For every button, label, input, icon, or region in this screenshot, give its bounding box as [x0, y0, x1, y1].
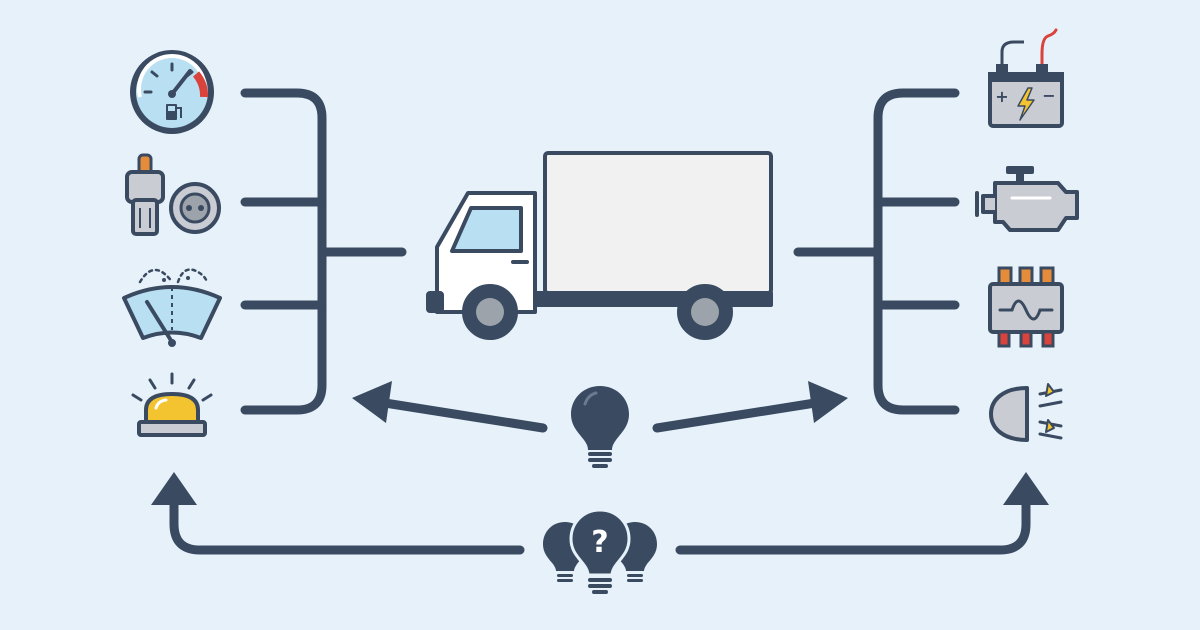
- light-bulb-icon: [571, 386, 629, 468]
- truck-window: [450, 206, 523, 253]
- left-arrow-shaft: [380, 398, 548, 433]
- question-mark: ?: [591, 525, 608, 560]
- windshield-washer-icon: [122, 268, 222, 347]
- right-arrow-shaft: [652, 398, 820, 433]
- left-bracket: [240, 88, 407, 415]
- headlight-icon: [989, 383, 1063, 442]
- left-bracket-spine: [240, 88, 327, 415]
- right-arrow-head: [808, 381, 848, 423]
- bottom-left-arrow-shaft: [169, 495, 525, 555]
- engine-icon: [975, 166, 1079, 232]
- svg-text:+: +: [995, 87, 1008, 106]
- fuel-gauge-icon: [130, 50, 214, 134]
- bulb-base-ring-1: [588, 452, 612, 456]
- question-bulb-center: ?: [569, 508, 631, 594]
- truck-icon: [426, 151, 773, 340]
- bulb-shine: [583, 391, 598, 406]
- bottom-left-arrow-head: [151, 472, 197, 505]
- bottom-right-arrow-head: [1003, 472, 1049, 505]
- question-bulbs-icon: ?: [543, 508, 657, 594]
- bottom-arrows: [169, 495, 1031, 555]
- amber-beacon-icon: [131, 372, 213, 437]
- truck-bumper: [426, 291, 444, 313]
- bulb-base-ring-2: [588, 458, 612, 462]
- bulb-base-tip: [592, 464, 608, 468]
- right-bracket: [793, 88, 960, 415]
- truck-rear-hub: [691, 298, 719, 326]
- truck-chassis: [533, 291, 773, 307]
- battery-icon: + −: [988, 28, 1064, 128]
- fuse-relay-icon: [988, 266, 1064, 348]
- svg-text:−: −: [1042, 86, 1055, 105]
- right-bracket-spine: [873, 88, 960, 415]
- oil-plug-and-socket-icon: [125, 153, 221, 236]
- truck-front-hub: [476, 298, 504, 326]
- truck-cargo-box: [543, 151, 773, 295]
- left-arrow-head: [352, 381, 392, 423]
- middle-arrows: [352, 381, 848, 433]
- bottom-right-arrow-shaft: [675, 495, 1031, 555]
- bulb-glass: [571, 386, 629, 450]
